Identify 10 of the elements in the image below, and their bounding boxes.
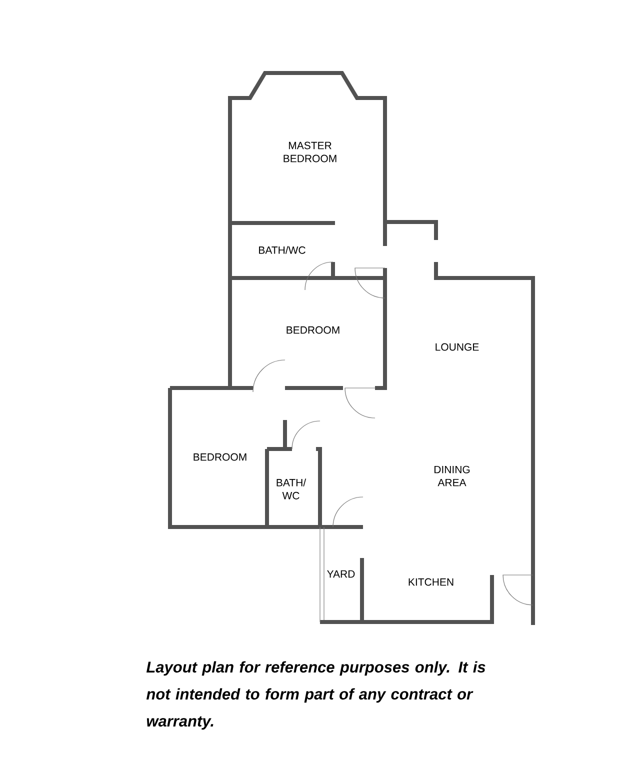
room-label: KITCHEN [408, 578, 454, 586]
room-label: BEDROOM [194, 453, 246, 461]
room-label: BATH/WC [259, 246, 306, 254]
room-label: BATH/ WC [276, 478, 306, 500]
caption: Layout plan for reference purposes only. It is not intended to form part of any contract or warranty. [146, 661, 486, 730]
room-label: BEDROOM [286, 326, 340, 334]
room-label: LOUNGE [436, 343, 479, 351]
room-label: MASTER BEDROOM [284, 142, 336, 162]
room-label: YARD [327, 570, 355, 578]
room-label: DINING AREA [434, 466, 470, 486]
